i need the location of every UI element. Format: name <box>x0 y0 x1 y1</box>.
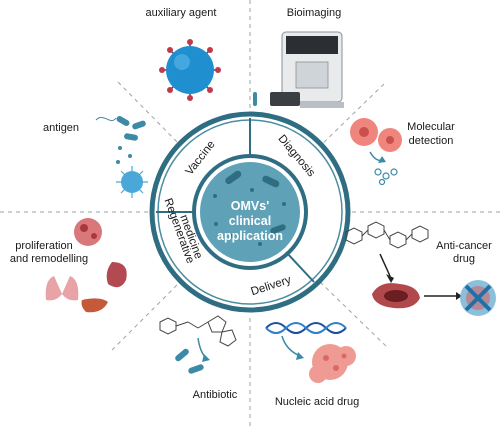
label-auxiliary-agent: auxiliary agent <box>146 7 217 19</box>
center-title-line3: application <box>217 229 283 243</box>
omv-dot <box>250 188 254 192</box>
label-bioimaging: Bioimaging <box>287 7 341 19</box>
center-bacteria <box>213 170 286 246</box>
antibiotic-icon <box>159 315 237 374</box>
nucleic-acid-drug-icon <box>265 322 356 383</box>
bioimaging-device-icon <box>270 31 344 108</box>
ring-divider-3 <box>285 251 315 283</box>
destroyed-tumor-icon <box>460 280 496 316</box>
label-proliferation-line2: and remodelling <box>10 253 88 265</box>
antigen-icon <box>95 116 148 198</box>
label-nucleic-acid-drug: Nucleic acid drug <box>275 396 359 408</box>
tissue-cluster <box>74 218 102 246</box>
central-wheel: OMVs' clinical application <box>149 111 351 313</box>
dna-helix-icon <box>265 322 347 334</box>
anticancer-drug-icon <box>345 221 496 316</box>
omv-dot <box>282 202 286 206</box>
label-antibiotic: Antibiotic <box>193 389 238 401</box>
label-anticancer-line1: Anti-cancer <box>436 240 492 252</box>
center-title-line2: clinical <box>229 214 271 228</box>
center-title-line1: OMVs' <box>231 199 269 213</box>
omv-dot <box>230 234 234 238</box>
divider-bottom-left <box>111 281 181 351</box>
chemical-structure-icon <box>345 221 429 249</box>
label-molecular-detection-line1: Molecular <box>407 121 455 133</box>
bacterium <box>262 175 280 188</box>
omv-dot <box>214 222 218 226</box>
bioimaging-tube-icon <box>253 92 257 106</box>
bacterium <box>270 224 286 234</box>
auxiliary-agent-particle <box>159 39 221 101</box>
label-antigen: antigen <box>43 122 79 134</box>
lungs-icon <box>45 276 79 301</box>
chemical-structure-icon <box>159 315 237 347</box>
liver-icon <box>81 298 108 313</box>
label-proliferation-line1: proliferation <box>15 240 72 252</box>
organs-icon <box>45 218 127 313</box>
label-anticancer-line2: drug <box>453 253 475 265</box>
bacterium <box>225 170 242 185</box>
label-molecular-detection-line2: detection <box>409 135 454 147</box>
molecular-detection-icon <box>350 118 402 186</box>
omv-dot <box>213 194 217 198</box>
stomach-icon <box>106 262 127 288</box>
cell-cluster-icon <box>309 344 356 383</box>
omv-dot <box>258 242 262 246</box>
particle-body <box>166 46 214 94</box>
antigen-cell <box>116 166 148 198</box>
